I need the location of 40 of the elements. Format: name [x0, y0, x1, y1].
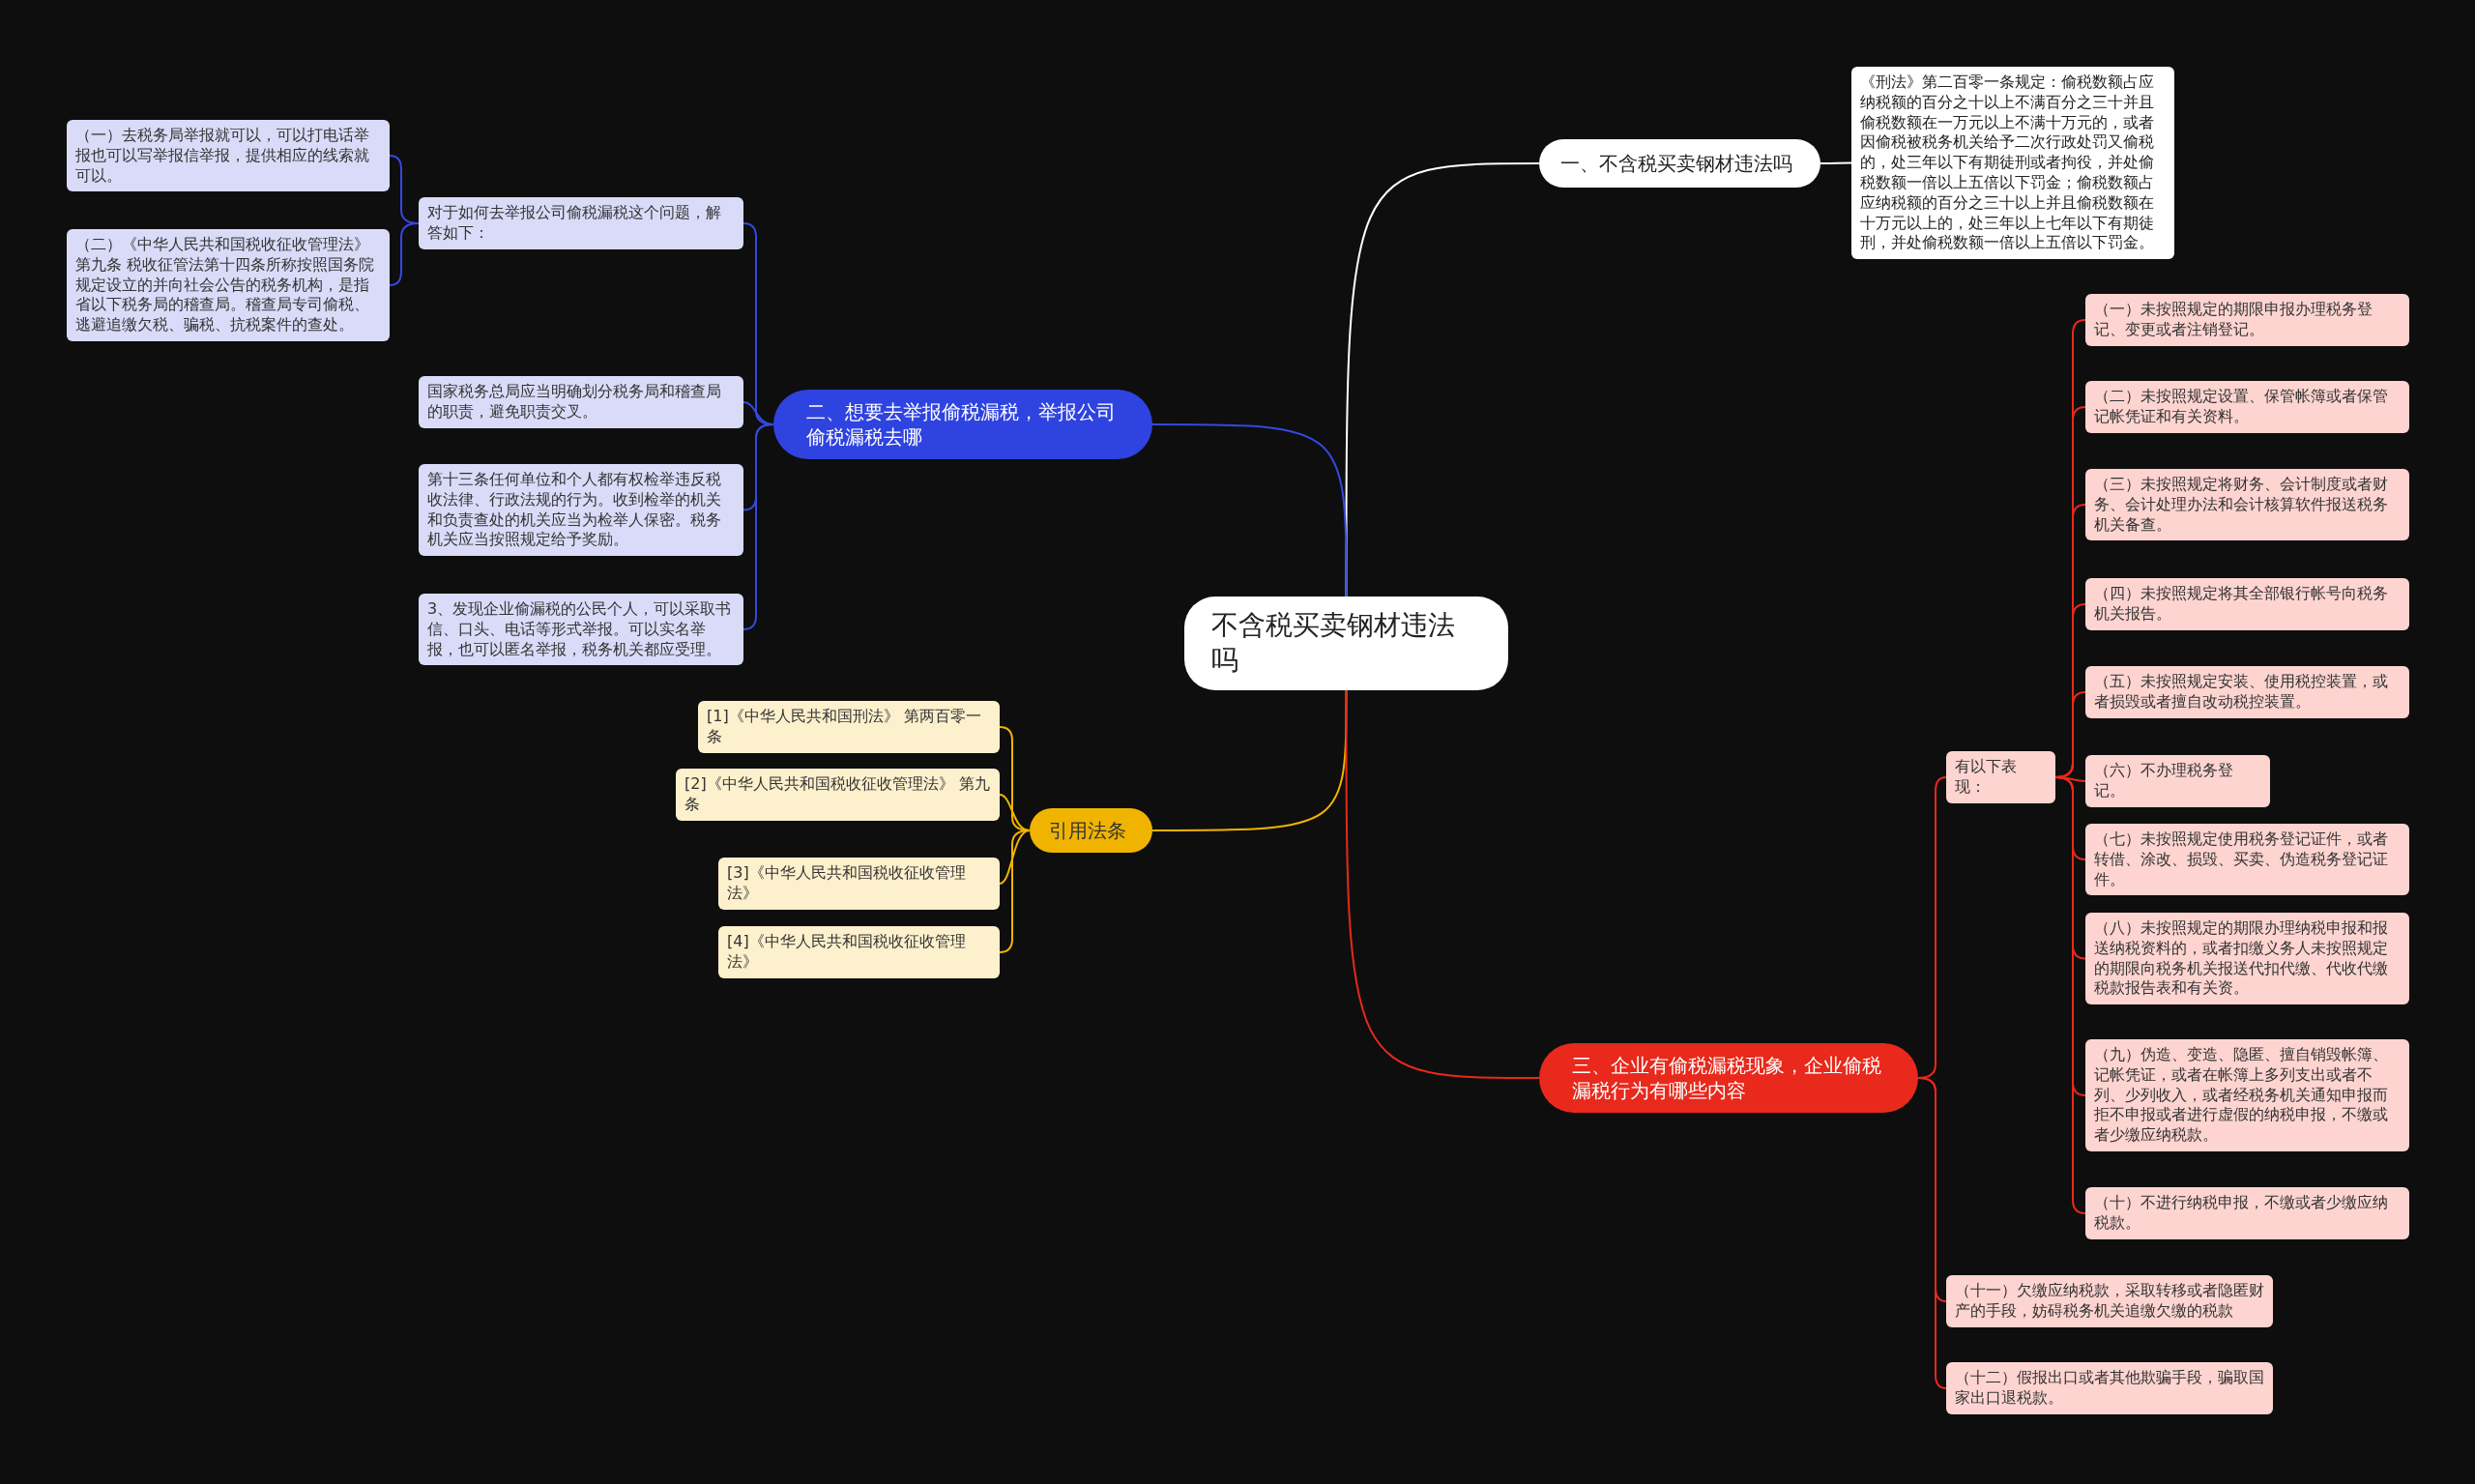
connector — [1151, 689, 1348, 831]
topic-box: （二）未按照规定设置、保管帐簿或者保管记帐凭证和有关资料。 — [2085, 381, 2409, 433]
topic-box: （三）未按照规定将财务、会计制度或者财务、会计处理办法和会计核算软件报送税务机关备查。 — [2085, 469, 2409, 541]
topic-box: 国家税务总局应当明确划分税务局和稽查局的职责，避免职责交叉。 — [419, 376, 743, 428]
topic-box: 第十三条任何单位和个人都有权检举违反税收法律、行政法规的行为。收到检举的机关和负责查处的机关应当为检举人保密。税务机关应当按照规定给予奖励。 — [419, 464, 743, 557]
topic-box: 有以下表现： — [1946, 751, 2055, 803]
connector — [1345, 162, 1540, 597]
branch-topic: 二、想要去举报偷税漏税，举报公司偷税漏税去哪 — [773, 390, 1152, 459]
topic-box: （四）未按照规定将其全部银行帐号向税务机关报告。 — [2085, 578, 2409, 630]
topic-box: 《刑法》第二百零一条规定：偷税数额占应纳税额的百分之十以上不满百分之三十并且偷税数额在一万元以上不满十万元的，或者因偷税被税务机关给予二次行政处罚又偷税的，处三年以下有期徒刑或者拘役，并处偷税数额一倍以上五倍以下罚金；偷税数额占应纳税额的百分之三十以上并且偷税数额在十万元以上的，处三年以上七年以下有期徒刑，并处偷税数额一倍以上五倍以下罚金。 — [1851, 67, 2174, 260]
connector — [2054, 776, 2086, 1214]
topic-box: （九）伪造、变造、隐匿、擅自销毁帐簿、记帐凭证，或者在帐簿上多列支出或者不列、少列收入，或者经税务机关通知申报而拒不申报或者进行虚假的纳税申报，不缴或者少缴应纳税款。 — [2085, 1039, 2409, 1151]
topic-box: （五）未按照规定安装、使用税控装置，或者损毁或者擅自改动税控装置。 — [2085, 666, 2409, 718]
topic-box: （六）不办理税务登记。 — [2085, 755, 2270, 807]
topic-box: （一）未按照规定的期限申报办理税务登记、变更或者注销登记。 — [2085, 294, 2409, 346]
topic-box: （十一）欠缴应纳税款，采取转移或者隐匿财产的手段，妨碍税务机关追缴欠缴的税款 — [1946, 1275, 2273, 1327]
topic-box: [3]《中华人民共和国税收征收管理法》 — [718, 858, 1000, 910]
topic-box: （七）未按照规定使用税务登记证件，或者转借、涂改、损毁、买卖、伪造税务登记证件。 — [2085, 824, 2409, 896]
topic-box: [4]《中华人民共和国税收征收管理法》 — [718, 926, 1000, 978]
topic-box: 对于如何去举报公司偷税漏税这个问题，解答如下： — [419, 197, 743, 249]
central-topic: 不含税买卖钢材违法吗 — [1184, 597, 1508, 690]
connector — [1820, 161, 1852, 164]
connector — [742, 423, 774, 630]
topic-box: [2]《中华人民共和国税收征收管理法》 第九条 — [676, 769, 1000, 821]
connector — [1917, 1077, 1947, 1389]
connector — [1345, 689, 1540, 1079]
branch-topic: 三、企业有偷税漏税现象，企业偷税漏税行为有哪些内容 — [1539, 1043, 1918, 1113]
topic-box: （八）未按照规定的期限办理纳税申报和报送纳税资料的，或者扣缴义务人未按照规定的期限向税务机关报送代扣代缴、代收代缴税款报告表和有关资。 — [2085, 913, 2409, 1005]
branch-topic: 引用法条 — [1030, 808, 1152, 853]
topic-box: （十二）假报出口或者其他欺骗手段，骗取国家出口退税款。 — [1946, 1362, 2273, 1414]
connector — [999, 829, 1031, 953]
connector — [999, 829, 1031, 885]
topic-box: （一）去税务局举报就可以，可以打电话举报也可以写举报信举报，提供相应的线索就可以。 — [67, 120, 390, 192]
branch-topic: 一、不含税买卖钢材违法吗 — [1539, 139, 1820, 188]
topic-box: [1]《中华人民共和国刑法》 第两百零一条 — [698, 701, 1000, 753]
topic-box: 3、发现企业偷漏税的公民个人，可以采取书信、口头、电话等形式举报。可以实名举报，也可以匿名举报，税务机关都应受理。 — [419, 594, 743, 666]
connector — [389, 222, 420, 286]
topic-box: （十）不进行纳税申报，不缴或者少缴应纳税款。 — [2085, 1187, 2409, 1239]
topic-box: （二）《中华人民共和国税收征收管理法》第九条 税收征管法第十四条所称按照国务院规定设立的并向社会公告的税务机构，是指省以下税务局的稽查局。稽查局专司偷税、逃避追缴欠税、骗税、抗税案件的查处。 — [67, 229, 390, 341]
connector — [1151, 423, 1348, 597]
